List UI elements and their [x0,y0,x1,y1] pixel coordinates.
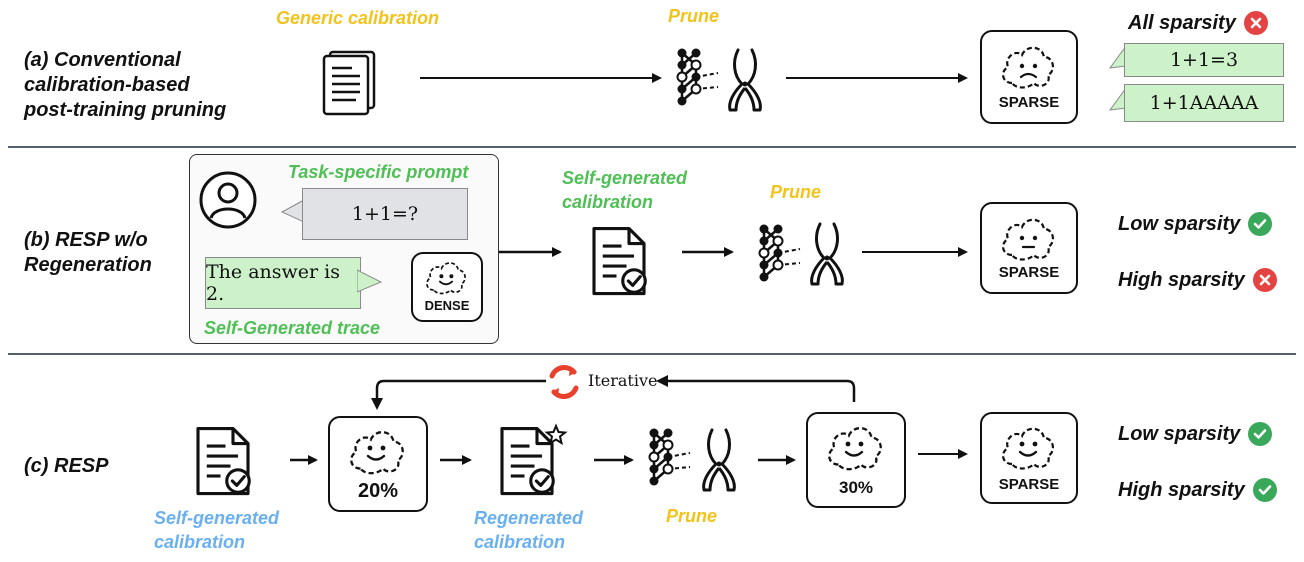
sparse-model-c: SPARSE [980,412,1078,504]
cloud-face-happy-icon-20 [346,426,408,476]
row-c-prune-label: Prune [666,506,718,526]
cloud-face-neutral-icon [998,214,1058,262]
row-b-title: (b) RESP w/o Regeneration [24,229,152,276]
model-20: 20% [328,416,428,512]
self-generated-calibration-label-b: Self-generated calibration [562,168,688,212]
output-bubble-1: 1+1=3 [1124,43,1284,77]
result-high-sparsity-b: High sparsity [1118,268,1277,292]
document-stack-icon [322,50,376,116]
row-a-prune-label: Prune [668,6,720,26]
sparse-model-a: SPARSE [980,30,1078,124]
cloud-face-sad-icon [998,42,1058,90]
row-c-title: (c) RESP [24,455,109,477]
network-graph-icon-c [648,426,692,488]
result-low-sparsity-b: Low sparsity [1118,212,1273,236]
cloud-face-happy-icon-sparse [998,422,1058,472]
row-a-title: (a) Conventional calibration-based post-… [24,49,227,121]
divider-top [8,146,1296,148]
iterative-label: Iterative [588,371,658,390]
prompt-bubble: 1+1=? [302,188,468,240]
document-star-icon [496,423,568,496]
self-generated-trace-label: Self-Generated trace [204,318,381,338]
result-high-sparsity-c: High sparsity [1118,478,1277,502]
check-icon [1248,212,1273,236]
user-icon [199,171,257,229]
cloud-face-happy-icon-30 [824,422,886,472]
answer-bubble: The answer is 2. [205,257,361,309]
self-generated-calibration-label-c: Self-generated calibration [154,508,280,552]
cross-icon-b [1252,268,1277,292]
task-prompt-label: Task-specific prompt [288,162,469,182]
cloud-face-happy-icon [423,259,469,295]
result-all-sparsity: All sparsity [1128,11,1268,35]
output-bubble-2: 1+1AAAAA [1124,84,1284,122]
divider-bottom [8,353,1296,355]
check-icon-c2 [1252,478,1277,502]
model-30: 30% [806,412,906,508]
sparse-model-b: SPARSE [980,202,1078,294]
document-check-icon-c [192,426,254,496]
refresh-icon [549,365,579,399]
row-b-prune-label: Prune [770,182,822,202]
result-low-sparsity-c: Low sparsity [1118,422,1273,446]
scissors-icon-c [698,426,738,494]
dense-model: DENSE [411,252,483,322]
check-icon-c1 [1248,422,1273,446]
generic-calibration-label: Generic calibration [276,8,440,28]
cross-icon [1243,11,1268,35]
regenerated-calibration-label: Regenerated calibration [474,508,584,552]
